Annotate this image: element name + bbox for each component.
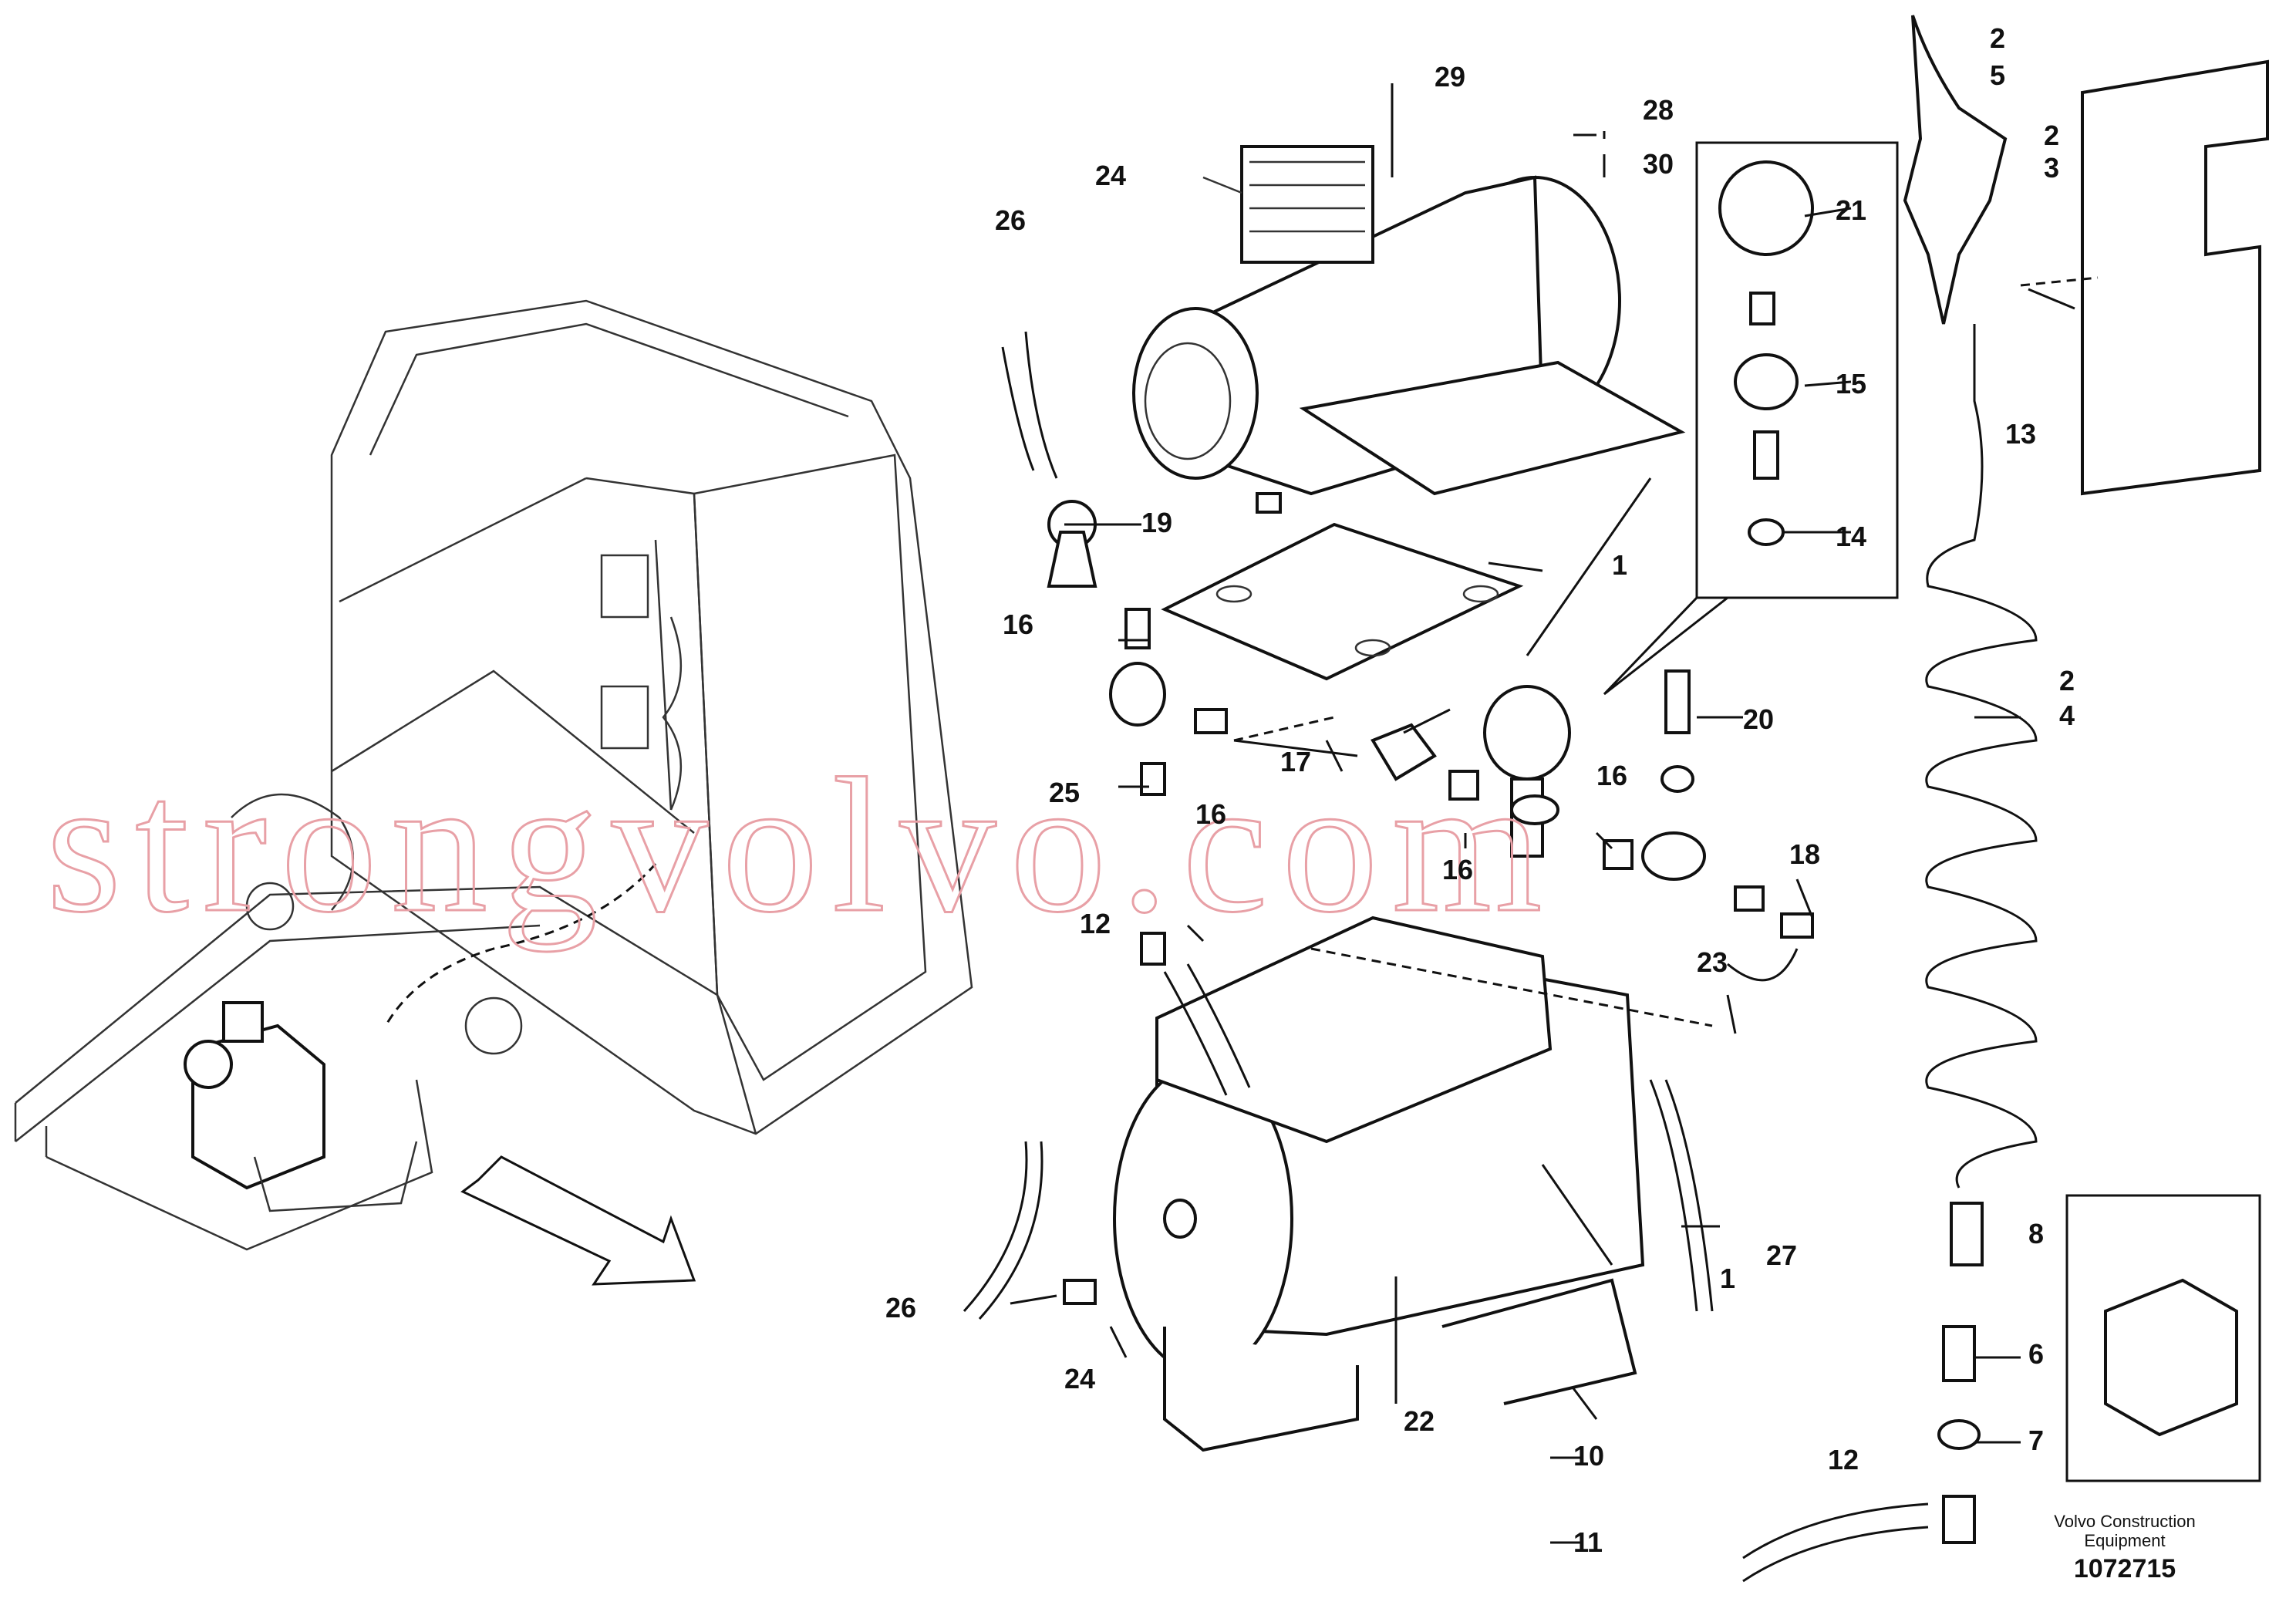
credit-block: Volvo Construction Equipment 1072715 — [2054, 1512, 2195, 1583]
callout-16: 16 — [1195, 798, 1226, 830]
callout-24: 24 — [1064, 1363, 1095, 1394]
callout-2-5: 2 — [1990, 22, 2005, 54]
callout-26: 26 — [995, 204, 1026, 236]
direction-arrow — [460, 1155, 696, 1286]
callout-2-4: 4 — [2059, 700, 2075, 731]
credit-line-2: Equipment — [2084, 1531, 2165, 1550]
callout-17: 17 — [1280, 746, 1311, 777]
callout-16: 16 — [1003, 609, 1033, 640]
callout-11: 11 — [1573, 1526, 1603, 1558]
air-compressor — [1132, 145, 1686, 496]
callout-1: 1 — [1612, 549, 1627, 581]
blow-gun — [1903, 15, 2008, 325]
pressure-gauge — [1483, 685, 1571, 858]
callout-13: 13 — [2005, 418, 2036, 450]
leader-lines — [1010, 83, 2099, 1544]
callout-2-5: 5 — [1990, 59, 2005, 91]
callout-15: 15 — [1836, 368, 1866, 400]
callout-2-3: 3 — [2044, 152, 2059, 184]
shut-off-valve — [1371, 708, 1451, 781]
callout-7: 7 — [2028, 1425, 2044, 1456]
callout-14: 14 — [1836, 521, 1866, 552]
callout-20: 20 — [1743, 703, 1774, 735]
callout-12: 12 — [1080, 908, 1111, 939]
air-tank — [1113, 916, 1645, 1452]
coupling-parts — [1937, 1202, 1984, 1544]
tee-fittings — [1047, 492, 1814, 1305]
callout-16: 16 — [1442, 854, 1473, 885]
hoses — [963, 331, 1929, 1583]
relay-detail-box — [2065, 1194, 2261, 1482]
callout-8: 8 — [2028, 1218, 2044, 1249]
callout-2-3: 2 — [2044, 120, 2059, 151]
callout-labels: 1 1 2 5 2 3 2 4 6 7 8 10 11 12 12 13 14 … — [885, 22, 2075, 1558]
document-number: 1072715 — [2074, 1554, 2176, 1583]
mounting-plate — [1161, 522, 1524, 681]
callout-26: 26 — [885, 1292, 916, 1324]
gun-holder-bracket — [2081, 59, 2269, 496]
callout-21: 21 — [1836, 194, 1866, 226]
watermark: strongvolvo.com — [46, 739, 1556, 953]
callout-29: 29 — [1435, 61, 1465, 93]
cab-frame-illustration — [14, 299, 973, 1251]
callout-30: 30 — [1643, 148, 1674, 180]
credit-line-1: Volvo Construction — [2054, 1512, 2195, 1531]
callout-23: 23 — [1697, 946, 1728, 978]
callout-10: 10 — [1573, 1440, 1604, 1472]
callout-12: 12 — [1828, 1444, 1859, 1475]
callout-18: 18 — [1789, 838, 1820, 870]
callout-27: 27 — [1766, 1239, 1797, 1271]
gauge-detail-box — [1603, 141, 1899, 696]
callout-1: 1 — [1720, 1263, 1735, 1294]
compressor-mini-illustration — [184, 1001, 418, 1212]
callout-22: 22 — [1404, 1405, 1435, 1437]
coil-hose — [1925, 324, 2038, 1189]
callout-19: 19 — [1141, 507, 1172, 538]
callout-2-4: 2 — [2059, 665, 2075, 696]
callout-25: 25 — [1049, 777, 1080, 808]
callout-6: 6 — [2028, 1338, 2044, 1370]
callout-28: 28 — [1643, 94, 1674, 126]
callout-24: 24 — [1095, 160, 1126, 191]
callout-16: 16 — [1596, 760, 1627, 791]
